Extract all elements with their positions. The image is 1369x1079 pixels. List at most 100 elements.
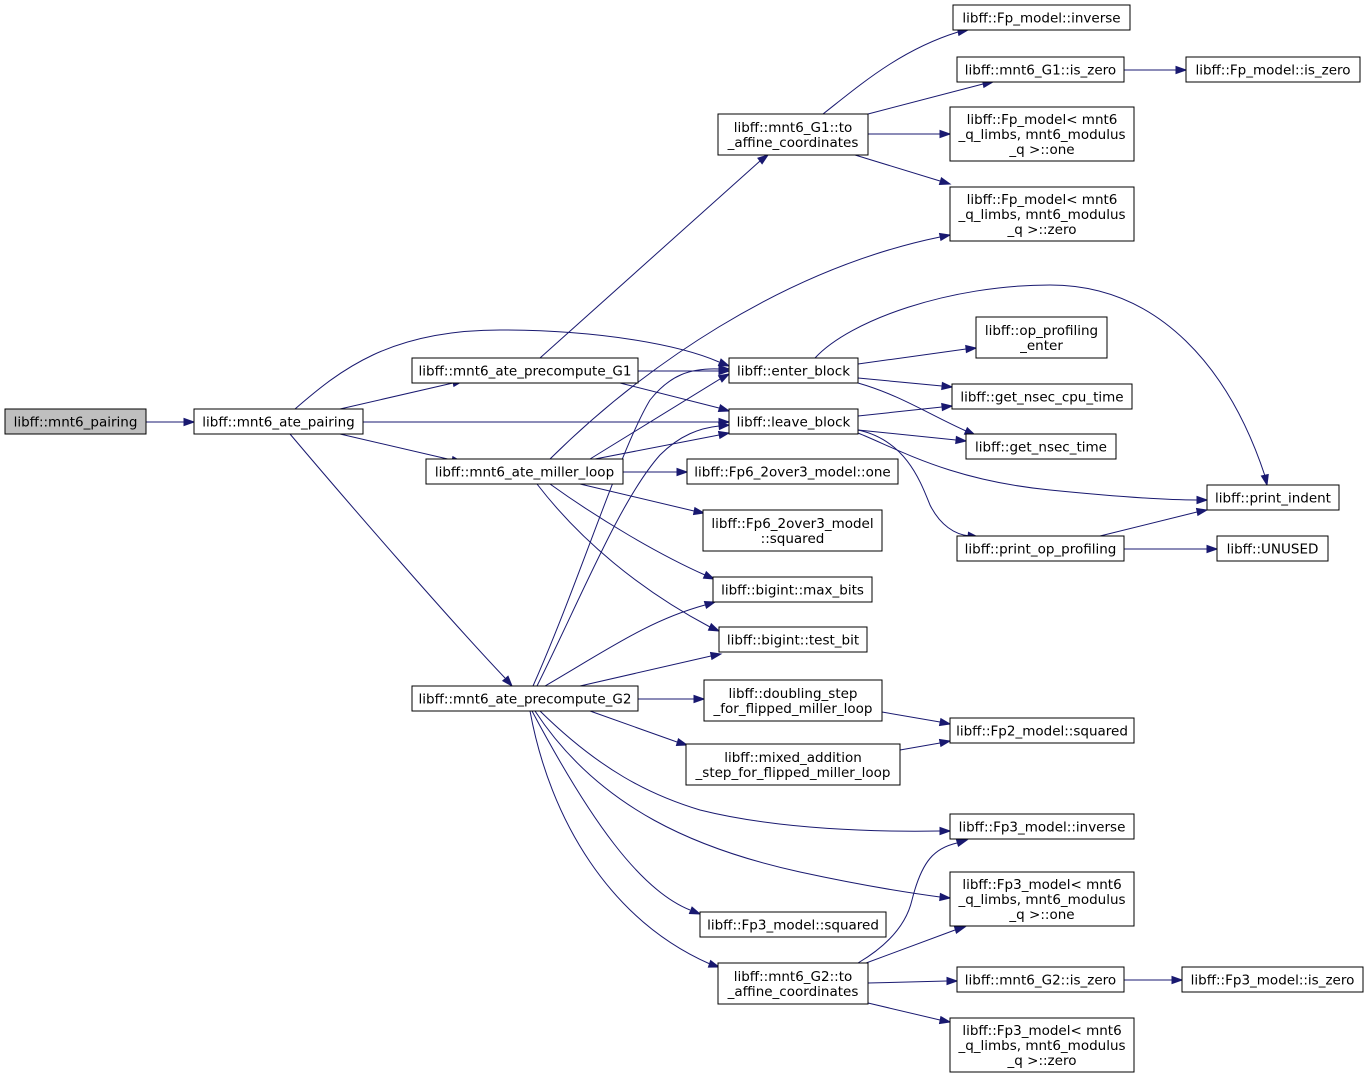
node-n14[interactable]: libff::op_profiling_enter xyxy=(975,316,1108,359)
edge-miller-loop-to-enter-block xyxy=(589,373,731,460)
edge-leave-block-to-nsec-cpu-time xyxy=(857,402,954,417)
edge-miller-loop-to-test-bit-arrowhead xyxy=(707,622,721,632)
node-box[interactable] xyxy=(425,458,624,485)
edge-g1-affine-to-fp-zero xyxy=(854,154,952,186)
node-n16[interactable]: libff::get_nsec_time xyxy=(965,433,1117,460)
node-n7[interactable]: libff::leave_block xyxy=(728,408,859,435)
node-box[interactable] xyxy=(728,408,859,435)
node-box[interactable] xyxy=(718,626,868,653)
node-n17[interactable]: libff::print_indent xyxy=(1206,484,1340,511)
node-box[interactable] xyxy=(411,685,639,712)
node-n1[interactable]: libff::mnt6_pairing xyxy=(4,408,147,435)
node-n28[interactable]: libff::Fp3_model< mnt6_q_limbs, mnt6_mod… xyxy=(949,871,1135,927)
node-n26[interactable]: libff::Fp2_model::squared xyxy=(949,717,1135,744)
node-box[interactable] xyxy=(956,966,1125,993)
edge-enter-block-to-nsec-cpu-time xyxy=(857,377,954,391)
node-box[interactable] xyxy=(975,316,1108,359)
edge-precompute-g1-to-g1-affine xyxy=(539,154,770,359)
node-box[interactable] xyxy=(717,962,869,1005)
node-n15[interactable]: libff::get_nsec_cpu_time xyxy=(951,383,1133,410)
edge-precompute-g2-to-fp3-squared xyxy=(531,710,702,915)
node-n29[interactable]: libff::Fp3_model::squared xyxy=(699,911,887,938)
node-box[interactable] xyxy=(1185,56,1361,83)
node-box[interactable] xyxy=(952,4,1131,31)
node-n27[interactable]: libff::Fp3_model::inverse xyxy=(949,813,1135,840)
node-n24[interactable]: libff::doubling_step_for_flipped_miller_… xyxy=(703,679,883,722)
node-box[interactable] xyxy=(956,56,1125,83)
node-box[interactable] xyxy=(1181,966,1364,993)
edge-ate-pairing-to-miller-loop-line xyxy=(339,433,453,461)
node-box[interactable] xyxy=(956,535,1125,562)
node-box[interactable] xyxy=(699,911,887,938)
edge-precompute-g2-to-fp3-one-arrowhead xyxy=(939,892,952,902)
edge-ate-pairing-to-enter-block-line xyxy=(294,329,720,410)
node-n11[interactable]: libff::Fp_model::is_zero xyxy=(1185,56,1361,83)
edges xyxy=(146,27,1269,1025)
node-n30[interactable]: libff::mnt6_G2::to_affine_coordinates xyxy=(717,962,869,1005)
node-label: libff::Fp3_model< mnt6 xyxy=(962,877,1121,893)
node-label: libff::doubling_step xyxy=(728,686,857,702)
node-n3[interactable]: libff::mnt6_ate_precompute_G1 xyxy=(411,357,639,384)
node-n23[interactable]: libff::bigint::test_bit xyxy=(718,626,868,653)
node-n4[interactable]: libff::mnt6_ate_miller_loop xyxy=(425,458,624,485)
node-box[interactable] xyxy=(686,458,899,485)
node-n6[interactable]: libff::enter_block xyxy=(728,357,859,384)
node-box[interactable] xyxy=(949,871,1135,927)
edge-enter-block-to-op-profiling-enter-arrowhead xyxy=(965,344,978,354)
node-n21[interactable]: libff::Fp6_2over3_model::squared xyxy=(702,509,883,552)
node-n32[interactable]: libff::Fp3_model::is_zero xyxy=(1181,966,1364,993)
node-label: libff::enter_block xyxy=(737,364,850,380)
node-n18[interactable]: libff::print_op_profiling xyxy=(956,535,1125,562)
node-box[interactable] xyxy=(712,576,873,603)
node-box[interactable] xyxy=(193,408,364,435)
node-n10[interactable]: libff::mnt6_G1::is_zero xyxy=(956,56,1125,83)
node-box[interactable] xyxy=(1206,484,1340,511)
node-box[interactable] xyxy=(728,357,859,384)
node-label: libff::print_op_profiling xyxy=(965,542,1117,558)
node-n5[interactable]: libff::mnt6_ate_precompute_G2 xyxy=(411,685,639,712)
edge-miller-loop-to-enter-block-line xyxy=(589,378,721,460)
edge-precompute-g2-to-doubling-step xyxy=(638,694,706,704)
node-box[interactable] xyxy=(949,186,1135,242)
node-n33[interactable]: libff::Fp3_model< mnt6_q_limbs, mnt6_mod… xyxy=(949,1017,1135,1073)
node-box[interactable] xyxy=(685,743,901,786)
edge-enter-block-to-nsec-cpu-time-arrowhead xyxy=(941,381,954,391)
node-n25[interactable]: libff::mixed_addition_step_for_flipped_m… xyxy=(685,743,901,786)
node-n19[interactable]: libff::UNUSED xyxy=(1216,535,1329,562)
node-box[interactable] xyxy=(951,383,1133,410)
node-box[interactable] xyxy=(965,433,1117,460)
node-box[interactable] xyxy=(949,717,1135,744)
node-n2[interactable]: libff::mnt6_ate_pairing xyxy=(193,408,364,435)
edge-mixed-addition-to-fp2-squared xyxy=(899,738,952,751)
node-box[interactable] xyxy=(702,509,883,552)
node-n20[interactable]: libff::Fp6_2over3_model::one xyxy=(686,458,899,485)
edge-miller-loop-to-enter-block-arrowhead xyxy=(717,373,731,383)
edge-mnt6-pairing-to-ate-pairing-arrowhead xyxy=(183,417,196,427)
edge-precompute-g2-to-test-bit-arrowhead xyxy=(709,651,723,661)
node-box[interactable] xyxy=(717,113,869,156)
node-label: libff::op_profiling xyxy=(985,323,1098,339)
node-box[interactable] xyxy=(4,408,147,435)
node-box[interactable] xyxy=(949,106,1135,162)
edge-g2-is-zero-to-fp3-is-zero-arrowhead xyxy=(1171,975,1184,985)
edge-precompute-g2-to-fp3-one-line xyxy=(534,710,941,898)
edge-doubling-step-to-fp2-squared-line xyxy=(881,711,941,723)
edge-ate-pairing-to-precompute-g2-line xyxy=(289,433,506,679)
node-n9[interactable]: libff::Fp_model::inverse xyxy=(952,4,1131,31)
node-n22[interactable]: libff::bigint::max_bits xyxy=(712,576,873,603)
edge-leave-block-to-nsec-time-arrowhead xyxy=(955,435,968,445)
edge-precompute-g1-to-leave-block xyxy=(619,382,731,413)
node-label: libff::bigint::max_bits xyxy=(721,583,864,599)
node-box[interactable] xyxy=(703,679,883,722)
node-n31[interactable]: libff::mnt6_G2::is_zero xyxy=(956,966,1125,993)
node-n12[interactable]: libff::Fp_model< mnt6_q_limbs, mnt6_modu… xyxy=(949,106,1135,162)
edge-print-op-profiling-to-print-indent-line xyxy=(1099,511,1198,537)
node-box[interactable] xyxy=(949,813,1135,840)
node-box[interactable] xyxy=(411,357,639,384)
node-box[interactable] xyxy=(1216,535,1329,562)
node-n13[interactable]: libff::Fp_model< mnt6_q_limbs, mnt6_modu… xyxy=(949,186,1135,242)
node-n8[interactable]: libff::mnt6_G1::to_affine_coordinates xyxy=(717,113,869,156)
node-box[interactable] xyxy=(949,1017,1135,1073)
edge-leave-block-to-nsec-time xyxy=(857,429,968,445)
